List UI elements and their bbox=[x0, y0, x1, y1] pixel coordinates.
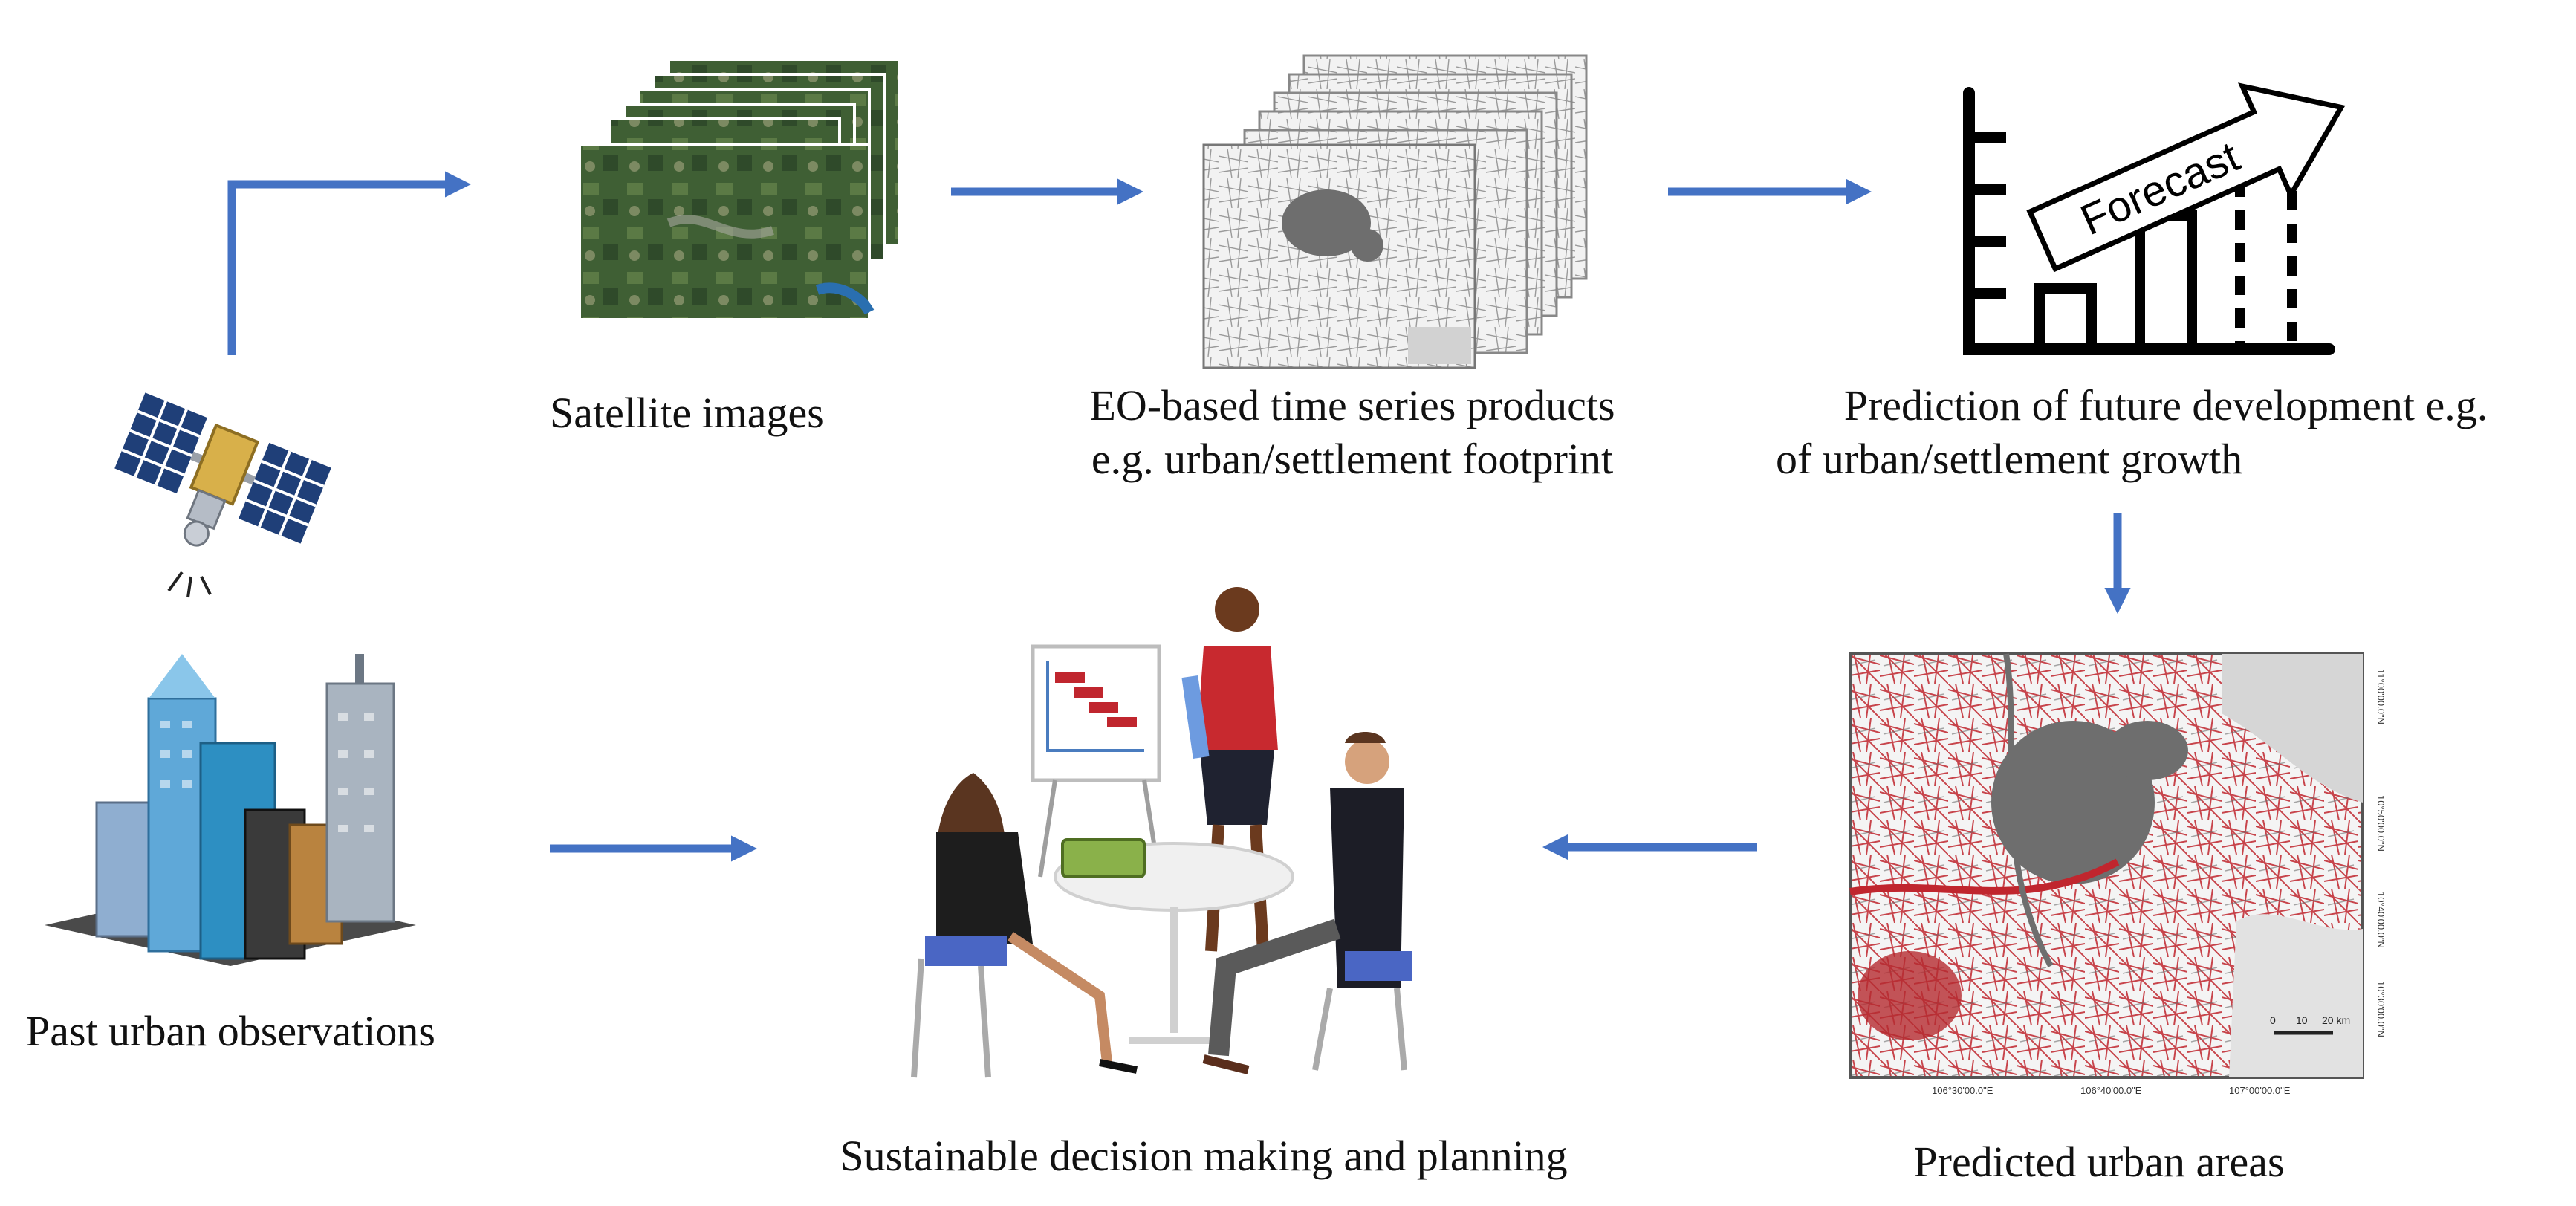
caption-eo-products-line2: e.g. urban/settlement footprint bbox=[1091, 435, 1614, 483]
caption-prediction-line2: of urban/settlement growth bbox=[1776, 435, 2243, 483]
caption-satellite-images: Satellite images bbox=[550, 389, 824, 437]
caption-prediction-line1: Prediction of future development e.g. bbox=[1843, 381, 2488, 429]
bar-forecast bbox=[2235, 140, 2297, 353]
eo-products-stack bbox=[1202, 54, 1588, 369]
chart-axes bbox=[1963, 87, 2335, 355]
map-x-tick-1: 106°30'00.0"E bbox=[1932, 1085, 1993, 1096]
map-y-tick-1: 11°00'00.0"N bbox=[2375, 669, 2387, 724]
map-y-tick-3: 10°40'00.0"N bbox=[2375, 892, 2387, 948]
arrow-satellite-to-images bbox=[227, 171, 472, 355]
caption-eo-products-line1: EO-based time series products bbox=[1089, 381, 1615, 429]
map-y-tick-2: 10°50'00.0"N bbox=[2375, 795, 2387, 852]
scale-label-20km: 20 km bbox=[2322, 1014, 2350, 1026]
bar-observed-2 bbox=[2135, 210, 2197, 353]
map-y-tick-4: 10°30'00.0"N bbox=[2375, 981, 2387, 1037]
chart-ticks bbox=[1969, 132, 2006, 299]
satellite-images-stack bbox=[578, 58, 901, 321]
city-buildings-icon bbox=[45, 654, 416, 966]
bar-observed-1 bbox=[2034, 283, 2097, 353]
map-x-tick-3: 107°00'00.0"E bbox=[2229, 1085, 2291, 1096]
map-x-tick-2: 106°40'00.0"E bbox=[2080, 1085, 2142, 1096]
bar-chart-icon: Forecast bbox=[1963, 82, 2346, 355]
flow-arrows bbox=[227, 171, 2131, 862]
satellite-icon bbox=[114, 392, 331, 598]
caption-past-observations: Past urban observations bbox=[26, 1007, 435, 1055]
scale-label-10: 10 bbox=[2296, 1014, 2308, 1026]
caption-decision-making: Sustainable decision making and planning bbox=[840, 1132, 1568, 1180]
caption-predicted-areas: Predicted urban areas bbox=[1913, 1138, 2285, 1186]
meeting-people-icon bbox=[911, 587, 1412, 1078]
scale-label-0: 0 bbox=[2270, 1014, 2276, 1026]
predicted-urban-map: 0 10 20 km 106°30'00.0"E 106°40'00.0"E 1… bbox=[1849, 652, 2387, 1096]
